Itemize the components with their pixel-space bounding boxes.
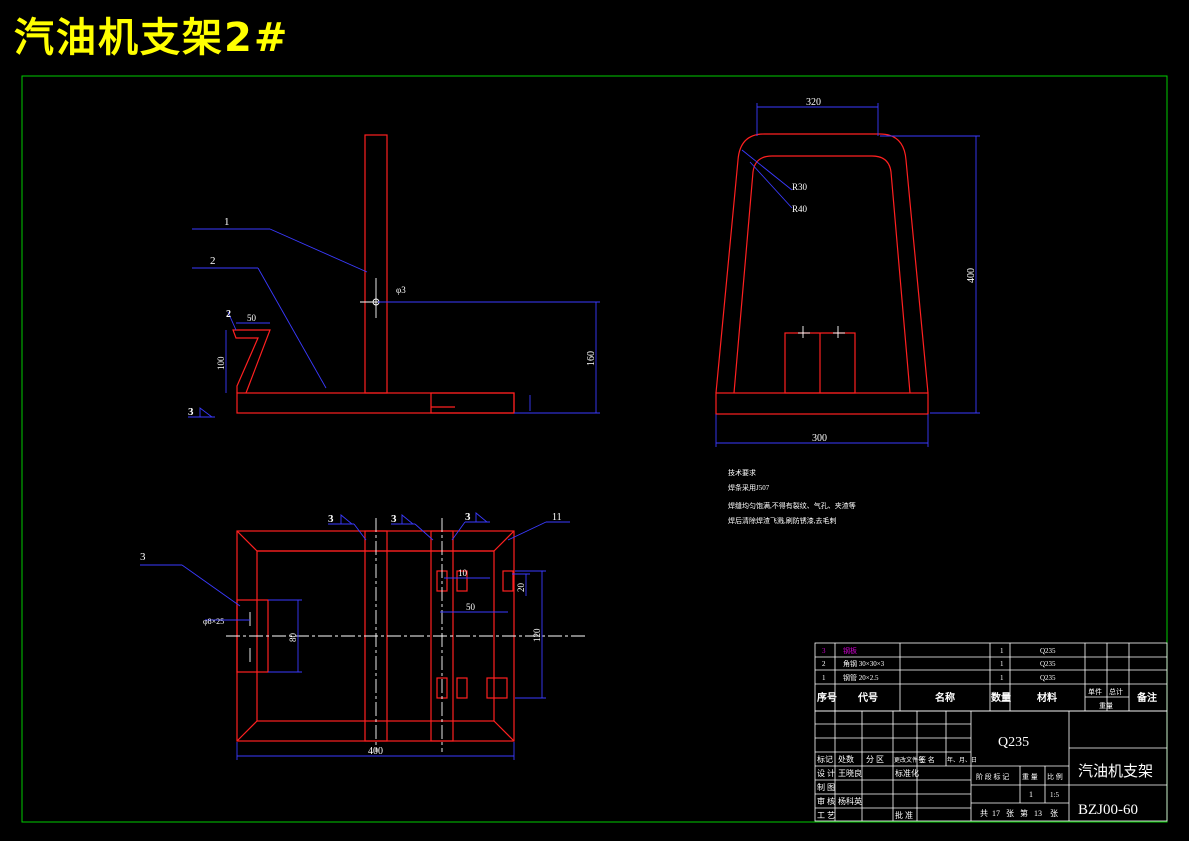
tb-sheet-no: 13 [1034, 809, 1042, 818]
tb-process: 工 艺 [817, 811, 835, 820]
balloon-2: 2 [210, 255, 216, 267]
bom-qty: 1 [1000, 674, 1004, 682]
tb-design: 设 计 [817, 768, 835, 778]
dim-100: 100 [216, 356, 226, 370]
dim-50: 50 [247, 313, 257, 323]
bom-material: Q235 [1040, 647, 1056, 655]
tb-check: 审 核 [817, 796, 835, 806]
bom-no: 2 [822, 660, 826, 668]
balloon-11: 11 [552, 512, 562, 523]
bom-header-no: 序号 [817, 691, 837, 704]
tb-scale-val: 1:5 [1050, 791, 1059, 799]
dim-phi: φ3 [396, 285, 406, 295]
bom-no: 3 [822, 647, 826, 655]
dim-r40: R40 [792, 204, 808, 214]
plan-dim-120: 120 [532, 628, 542, 642]
frame-base [715, 392, 929, 415]
tb-scale: 比 例 [1047, 772, 1063, 781]
plan-dim-50: 50 [466, 602, 476, 612]
tb-stage-mark: 阶 段 标 记 [976, 772, 1009, 781]
dim-320: 320 [806, 97, 821, 108]
tb-material: Q235 [998, 735, 1029, 750]
tb-date: 年、月、日 [947, 756, 977, 764]
weld-3-c: 3 [465, 511, 471, 523]
z-bracket [232, 329, 271, 394]
tech-line-1: 焊条采用J507 [728, 483, 770, 492]
side-view: 320 400 300 R30 R40 [715, 97, 980, 447]
tb-draft: 制 图 [817, 782, 835, 792]
bom-name: 钢管 20×2.5 [843, 673, 879, 682]
tb-part-name: 汽油机支架 [1078, 763, 1153, 780]
plan-dim-hole: φ8×25 [203, 617, 224, 626]
bom-qty: 1 [1000, 647, 1004, 655]
dim-r30: R30 [792, 182, 808, 192]
tb-zone: 分 区 [866, 755, 884, 764]
drawing-title: 汽油机支架2# [14, 15, 290, 61]
dim-2: 2 [226, 309, 231, 320]
bom-header-total: 总计 [1109, 687, 1123, 696]
tb-total-prefix: 共 [980, 809, 988, 818]
tb-qty-val: 1 [1029, 790, 1033, 799]
tb-sheet-word: 张 [1050, 809, 1058, 818]
bom-table: 3 钢板 1 Q235 2 角钢 30×30×3 1 Q235 1 钢管 20×… [814, 642, 1168, 712]
bom-name: 角钢 30×30×3 [843, 659, 885, 668]
weld-3-front: 3 [188, 406, 194, 418]
bom-header-qty: 数量 [991, 691, 1011, 704]
tb-total-sheets: 17 [992, 809, 1000, 818]
tech-heading: 技术要求 [728, 468, 756, 477]
bom-row: 3 钢板 1 Q235 [822, 646, 1056, 655]
dim-160: 160 [586, 351, 597, 366]
tb-change-doc: 更改文件号 [894, 756, 924, 764]
drawing-frame [21, 75, 1168, 823]
plan-dim-400: 400 [368, 746, 383, 757]
tb-drawing-no: BZJ00-60 [1078, 802, 1138, 818]
front-view: 1 2 160 φ3 50 100 2 3 [188, 134, 600, 418]
bom-material: Q235 [1040, 674, 1056, 682]
tb-signature: 签 名 [919, 755, 935, 764]
tb-sheets-word: 张 [1006, 809, 1014, 818]
tb-sheet-prefix: 第 [1020, 808, 1028, 818]
bom-header-material: 材料 [1037, 691, 1057, 704]
bom-material: Q235 [1040, 660, 1056, 668]
plan-balloon-3: 3 [140, 551, 146, 563]
tb-weight: 重 量 [1022, 773, 1038, 781]
dim-400: 400 [966, 268, 977, 283]
end-tab [430, 392, 515, 414]
tb-mark: 标记 [817, 754, 833, 764]
bom-header-unit: 单件 [1088, 687, 1102, 696]
bom-name: 钢板 [843, 646, 857, 655]
tb-designer: 王晓良 [838, 768, 862, 778]
balloon-1: 1 [224, 216, 230, 228]
technical-requirements: 技术要求 焊条采用J507 焊缝均匀饱满,不得有裂纹、气孔、夹渣等 焊后清除焊渣… [728, 468, 856, 525]
bom-header-remark: 备注 [1136, 691, 1157, 704]
frame-inner [733, 155, 911, 394]
vertical-post [364, 134, 388, 394]
tb-standardize: 标准化 [895, 768, 919, 778]
tech-line-3: 焊后清除焊渣飞溅,刷防锈漆,去毛刺 [728, 516, 837, 525]
bom-header-name: 名称 [935, 691, 955, 704]
dim-300: 300 [812, 433, 827, 444]
plan-dim-20: 20 [516, 583, 526, 593]
bom-qty: 1 [1000, 660, 1004, 668]
bom-header-code: 代号 [857, 691, 878, 704]
bom-header-weight: 重量 [1099, 702, 1113, 710]
tb-approve: 批 准 [895, 810, 913, 820]
bom-no: 1 [822, 674, 826, 682]
title-block: 标记 处数 分 区 更改文件号 签 名 年、月、日 设 计 王晓良 标准化 制 … [814, 710, 1168, 822]
weld-3-a: 3 [328, 513, 334, 525]
tb-checker: 杨科英 [838, 796, 862, 806]
plan-view: 400 50 10 120 20 80 φ8×25 3 3 3 3 [140, 511, 586, 760]
bom-row: 1 钢管 20×2.5 1 Q235 [822, 673, 1056, 682]
frame-outer [715, 133, 929, 394]
tb-count: 处数 [838, 754, 854, 764]
plan-dim-10: 10 [458, 568, 468, 578]
bom-row: 2 角钢 30×30×3 1 Q235 [822, 659, 1056, 668]
base-plate [236, 392, 515, 414]
tech-line-2: 焊缝均匀饱满,不得有裂纹、气孔、夹渣等 [728, 501, 856, 510]
plan-dim-80: 80 [288, 633, 298, 643]
weld-3-b: 3 [391, 513, 397, 525]
